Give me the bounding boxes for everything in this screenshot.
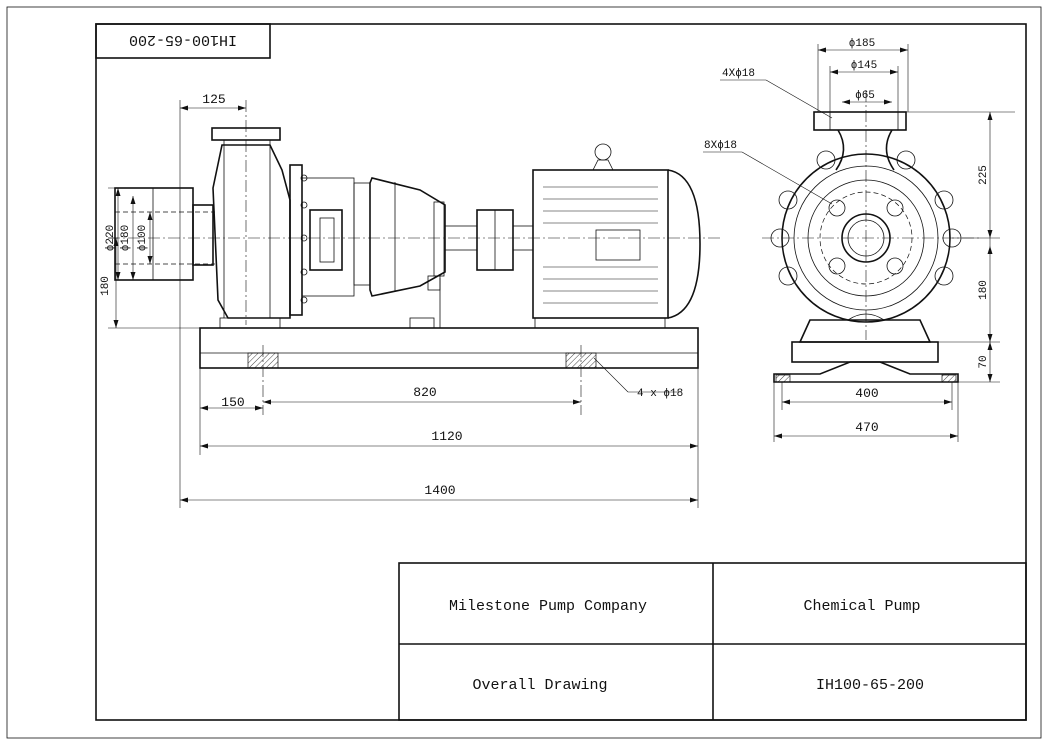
dim-overall-length: 1400 bbox=[424, 483, 455, 498]
title-product: Chemical Pump bbox=[803, 598, 920, 615]
dim-bolt-holes: 4 x ϕ18 bbox=[637, 388, 683, 400]
dim-outlet-185: ϕ185 bbox=[849, 38, 875, 50]
dim-base-width: 470 bbox=[855, 420, 878, 435]
dim-base-height: 70 bbox=[978, 355, 990, 368]
outer-border bbox=[6, 6, 1042, 739]
dim-center-height: 180 bbox=[978, 280, 990, 300]
title-model: IH100-65-200 bbox=[816, 677, 924, 694]
dim-outlet-145: ϕ145 bbox=[851, 60, 877, 72]
dim-suction-offset: 125 bbox=[202, 92, 225, 107]
dim-foot-left: 150 bbox=[221, 395, 244, 410]
dim-flange-180: ϕ180 bbox=[120, 225, 132, 251]
label-inlet-holes: 8Xϕ18 bbox=[704, 140, 737, 152]
dim-base-length: 1120 bbox=[431, 429, 462, 444]
side-view bbox=[108, 100, 722, 415]
title-block: Milestone Pump Company Chemical Pump Ove… bbox=[398, 562, 1027, 721]
dim-outlet-65: ϕ65 bbox=[855, 90, 875, 102]
dim-foot-span: 820 bbox=[413, 385, 436, 400]
side-view-dimensions: 125 ϕ220 ϕ180 ϕ100 180 150 820 bbox=[100, 92, 699, 508]
title-drawing-type: Overall Drawing bbox=[472, 677, 607, 694]
dim-foot-width: 400 bbox=[855, 386, 878, 401]
dim-flange-100: ϕ100 bbox=[137, 225, 149, 251]
end-view bbox=[762, 90, 980, 383]
dim-outlet-height: 225 bbox=[978, 165, 990, 185]
corner-tag-text: IH100-65-200 bbox=[129, 31, 237, 48]
label-outlet-holes: 4Xϕ18 bbox=[722, 68, 755, 80]
corner-tag: IH100-65-200 bbox=[95, 23, 271, 59]
title-company: Milestone Pump Company bbox=[449, 598, 647, 615]
end-view-dimensions: ϕ185 ϕ145 ϕ65 4Xϕ18 8Xϕ18 225 180 bbox=[703, 38, 1015, 442]
dim-shaft-height: 180 bbox=[100, 276, 112, 296]
